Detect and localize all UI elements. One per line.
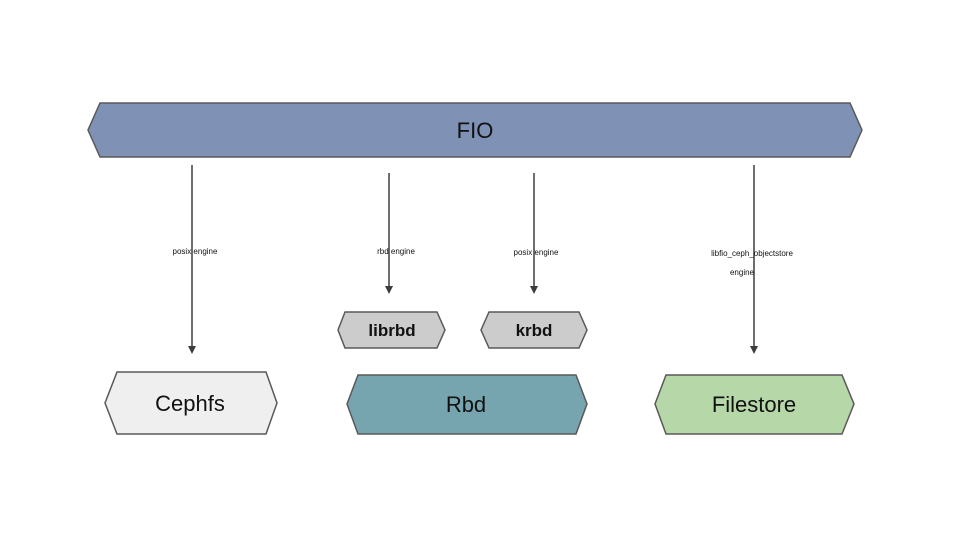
cephfs-node: Cephfs bbox=[104, 371, 278, 435]
fio-node: FIO bbox=[87, 102, 863, 158]
krbd-label: krbd bbox=[516, 321, 553, 340]
krbd-shape bbox=[480, 311, 588, 349]
librbd-label: librbd bbox=[368, 321, 415, 340]
krbd-edge: posix engine bbox=[514, 173, 559, 294]
rbd-shape bbox=[346, 374, 588, 435]
krbd-edge-label: posix engine bbox=[514, 248, 559, 257]
librbd-node: librbd bbox=[337, 311, 446, 349]
librbd-edge: rbd engine bbox=[377, 173, 415, 294]
filestore-label: Filestore bbox=[712, 392, 796, 417]
filestore-shape bbox=[654, 374, 855, 435]
cephfs-edge: posix engine bbox=[173, 165, 218, 354]
librbd-edge-label: rbd engine bbox=[377, 247, 415, 256]
rbd-label: Rbd bbox=[446, 392, 486, 417]
filestore-node: Filestore bbox=[654, 374, 855, 435]
cephfs-label: Cephfs bbox=[155, 391, 225, 416]
librbd-shape bbox=[337, 311, 446, 349]
fio-shape bbox=[87, 102, 863, 158]
filestore-edge-label-line1: libfio_ceph_objectstore bbox=[711, 249, 793, 258]
krbd-node: krbd bbox=[480, 311, 588, 349]
cephfs-shape bbox=[104, 371, 278, 435]
filestore-edge: libfio_ceph_objectstore engine bbox=[711, 165, 793, 354]
filestore-edge-label-line2: engine bbox=[730, 268, 755, 277]
fio-label: FIO bbox=[457, 118, 494, 143]
rbd-node: Rbd bbox=[346, 374, 588, 435]
cephfs-edge-label: posix engine bbox=[173, 247, 218, 256]
